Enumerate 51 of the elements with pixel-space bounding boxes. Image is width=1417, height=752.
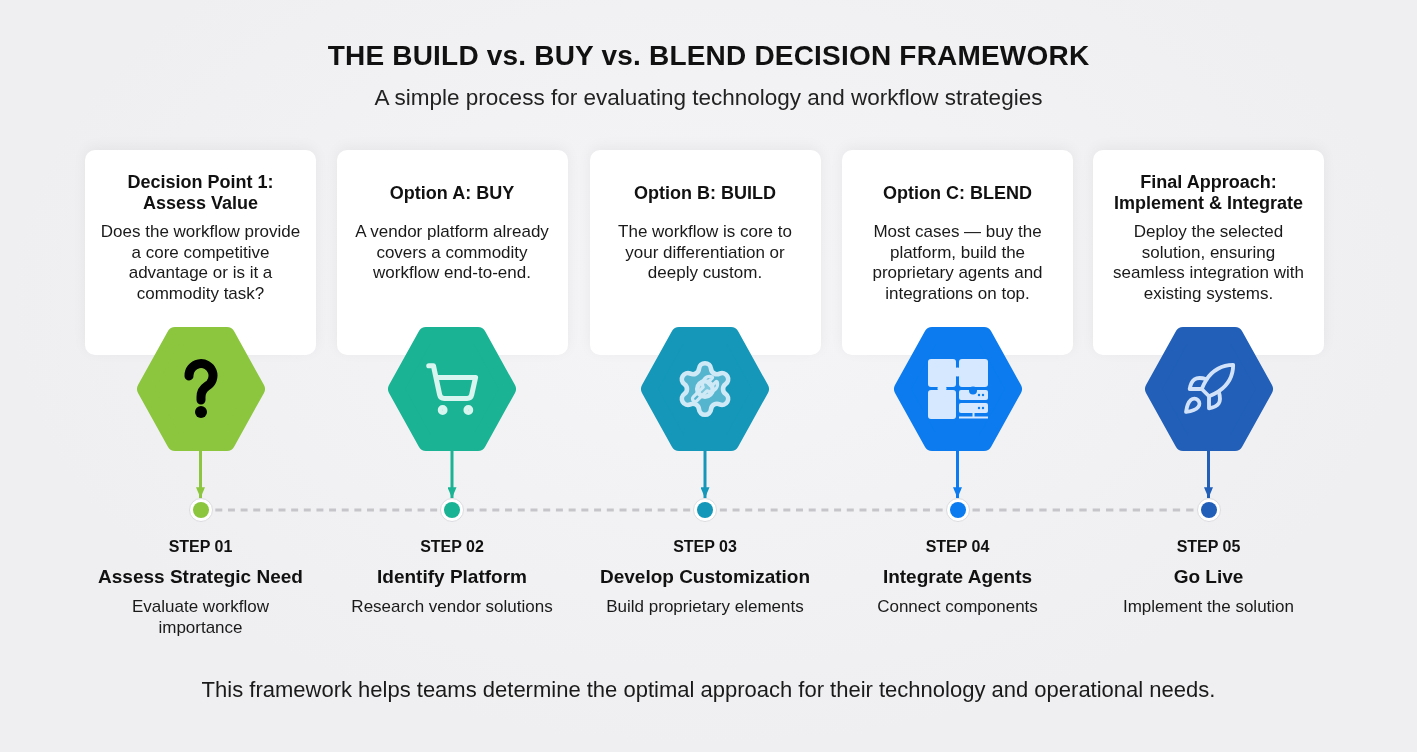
card-text: Most cases — buy the platform, build the proprietary agents and integrations on top. xyxy=(871,222,1044,304)
step-title: Assess Strategic Need xyxy=(98,565,303,589)
card-text: Deploy the selected solution, ensuring seamless integration with existing systems. xyxy=(1112,222,1305,304)
arrow xyxy=(447,451,457,498)
hexagon-badge xyxy=(893,327,1022,451)
step-title: Develop Customization xyxy=(599,565,811,589)
card-heading: Option B: BUILD xyxy=(634,182,776,204)
step-title: Identify Platform xyxy=(377,565,527,589)
caption: This framework helps teams determine the optimal approach for their technology and operational needs. xyxy=(201,676,1216,704)
arrow xyxy=(953,451,962,498)
step-number: STEP 02 xyxy=(420,537,484,557)
step-number: STEP 03 xyxy=(673,537,737,557)
info-card xyxy=(589,150,821,355)
timeline-dot xyxy=(188,498,213,522)
info-card xyxy=(85,150,316,355)
card-heading: Option C: BLEND xyxy=(883,182,1032,204)
step-description: Research vendor solutions xyxy=(351,596,553,617)
info-card xyxy=(842,150,1073,355)
timeline-dot xyxy=(1196,498,1221,522)
step-description: Implement the solution xyxy=(1122,596,1294,617)
card-text: The workflow is core to your differentiation or deeply custom. xyxy=(617,222,793,284)
info-card xyxy=(1093,150,1324,355)
step-description: Connect components xyxy=(877,596,1038,617)
dashed-connector xyxy=(464,508,693,512)
step-number: STEP 05 xyxy=(1176,537,1241,557)
subtitle: A simple process for evaluating technology and workflow strategies xyxy=(374,84,1043,112)
step-description: Build proprietary elements xyxy=(606,596,804,617)
card-heading: Decision Point 1: Assess Value xyxy=(126,172,275,214)
card-text: Does the workflow provide a core competitive advantage or is it a commodity task? xyxy=(99,222,302,304)
dashed-connector xyxy=(717,508,946,512)
step-number: STEP 04 xyxy=(925,537,990,557)
step-title: Go Live xyxy=(1173,565,1244,589)
timeline-dot xyxy=(440,498,464,522)
hexagon-badge xyxy=(1144,327,1273,451)
info-card xyxy=(336,150,568,355)
dashed-connector xyxy=(212,508,440,512)
step-description: Evaluate workflow importance xyxy=(131,596,270,638)
arrow xyxy=(1204,451,1213,498)
diagram-title: THE BUILD vs. BUY vs. BLEND DECISION FRAMEWORK xyxy=(327,39,1090,73)
timeline-dot xyxy=(945,498,970,522)
card-text: A vendor platform already covers a commodity workflow end-to-end. xyxy=(354,222,550,284)
timeline-dot xyxy=(693,498,717,522)
step-title: Integrate Agents xyxy=(882,565,1033,589)
hexagon-badge xyxy=(136,327,265,451)
card-heading: Option A: BUY xyxy=(389,182,515,204)
step-number: STEP 01 xyxy=(168,537,233,557)
arrow xyxy=(700,451,710,498)
hexagon-badge xyxy=(388,327,516,451)
card-heading: Final Approach: Implement & Integrate xyxy=(1112,172,1304,214)
arrow xyxy=(196,451,205,498)
hexagon-badge xyxy=(641,327,769,451)
